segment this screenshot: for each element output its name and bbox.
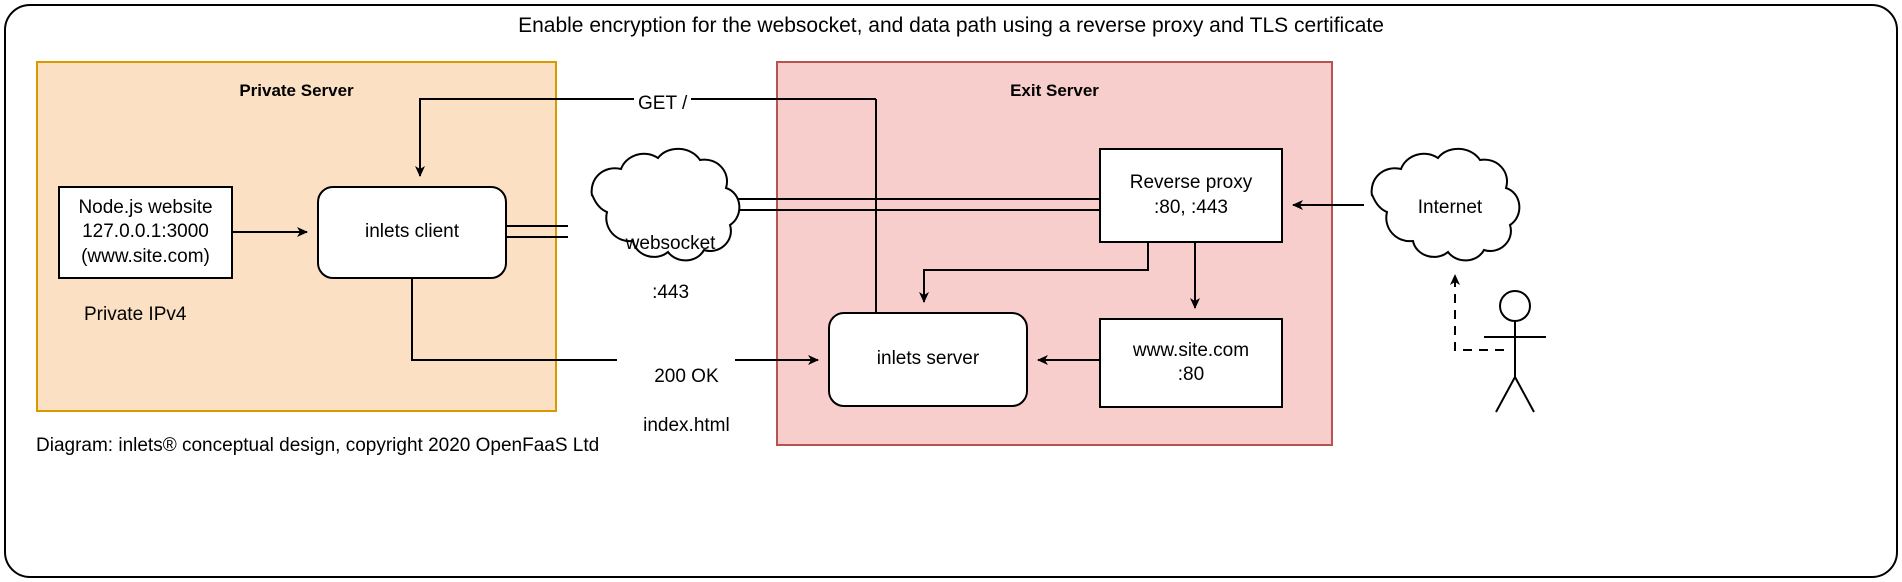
- node-www-site-com[interactable]: www.site.com :80: [1099, 318, 1283, 408]
- inlets-client-label: inlets client: [365, 221, 459, 243]
- nodejs-line2: 127.0.0.1:3000: [82, 221, 209, 243]
- cloud-websocket-label: websocket :443: [590, 208, 730, 330]
- websocket-line2: :443: [652, 281, 690, 303]
- zone-exit-server-title: Exit Server: [1010, 81, 1099, 100]
- node-reverse-proxy[interactable]: Reverse proxy :80, :443: [1099, 148, 1283, 243]
- node-inlets-client[interactable]: inlets client: [317, 186, 507, 279]
- reverse-proxy-line2: :80, :443: [1154, 196, 1228, 218]
- response-line1: 200 OK: [654, 366, 719, 388]
- inlets-server-label: inlets server: [876, 348, 980, 370]
- reverse-proxy-line1: Reverse proxy: [1129, 172, 1253, 194]
- node-inlets-server[interactable]: inlets server: [828, 312, 1028, 407]
- nodejs-line3: (www.site.com): [81, 245, 210, 267]
- outer-frame: [4, 4, 1898, 578]
- websocket-line1: websocket: [625, 233, 716, 255]
- nodejs-line1: Node.js website: [78, 197, 213, 219]
- site-line1: www.site.com: [1132, 339, 1250, 361]
- page-title: Enable encryption for the websocket, and…: [518, 14, 1384, 37]
- label-200ok-response: 200 OK index.html: [617, 340, 735, 464]
- response-line2: index.html: [643, 414, 730, 436]
- cloud-internet-label: Internet: [1417, 197, 1483, 218]
- node-nodejs-website[interactable]: Node.js website 127.0.0.1:3000 (www.site…: [58, 186, 233, 279]
- label-get-request: GET /: [634, 92, 692, 117]
- site-line2: :80: [1177, 364, 1205, 385]
- label-private-ipv4: Private IPv4: [84, 304, 187, 325]
- zone-private-server-title: Private Server: [239, 81, 354, 100]
- footer-credit: Diagram: inlets® conceptual design, copy…: [36, 435, 600, 456]
